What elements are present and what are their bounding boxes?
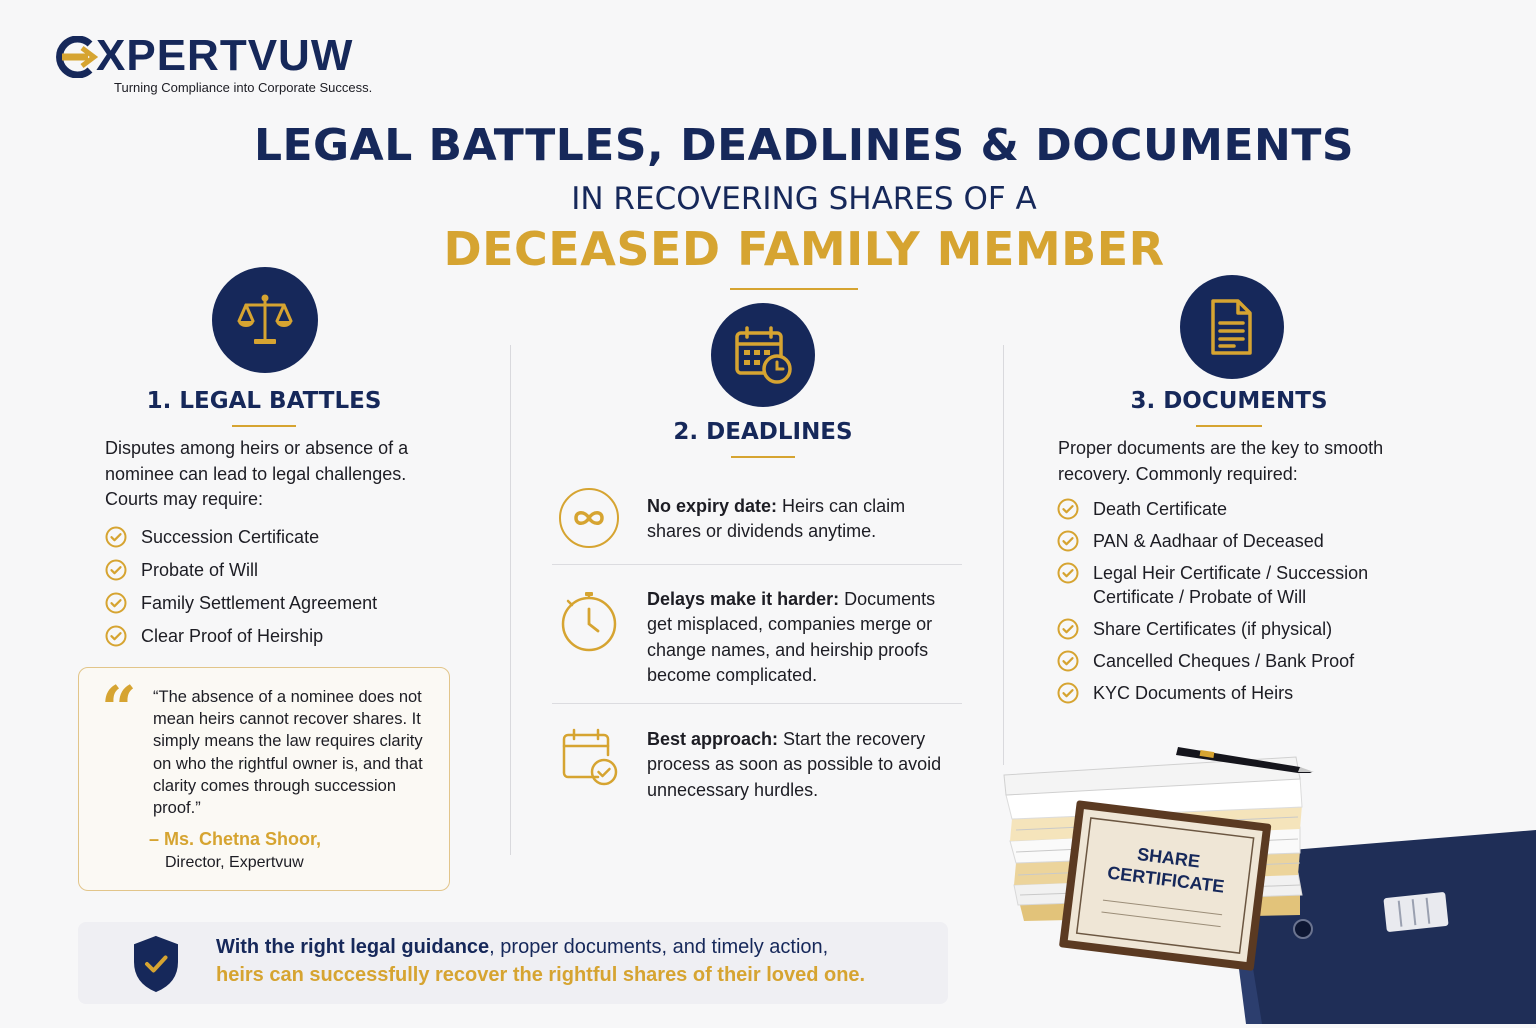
- brand-name: XPERTVUW: [96, 31, 354, 80]
- list-item: KYC Documents of Heirs: [1057, 681, 1397, 705]
- logo-e-mark-icon: [56, 36, 98, 78]
- deadline-desc: Heirs can claim shares or dividends anyt…: [647, 496, 906, 542]
- check-circle-icon: [1057, 682, 1079, 704]
- list-item: Death Certificate: [1057, 497, 1397, 521]
- list-item-label: Family Settlement Agreement: [141, 593, 378, 613]
- banner-line-1: With the right legal guidance, proper do…: [216, 936, 828, 959]
- column-divider-2: [1003, 345, 1004, 765]
- quote-author: – Ms. Chetna Shoor,: [149, 829, 322, 849]
- documents-heading: 3. DOCUMENTS: [1130, 388, 1328, 414]
- legal-intro: Disputes among heirs or absence of a nom…: [105, 438, 409, 509]
- check-circle-icon: [1057, 498, 1079, 520]
- list-item-label: Probate of Will: [141, 560, 259, 580]
- deadline-separator: [552, 703, 962, 704]
- document-icon: [1180, 275, 1284, 379]
- calendar-check-icon: [562, 728, 618, 786]
- quote-role: Director, Expertvuw: [165, 854, 304, 871]
- calendar-clock-icon: [711, 303, 815, 407]
- brand-logo: XPERTVUW Turning Compliance into Corpora…: [48, 30, 408, 100]
- deadline-bold: Delays make it harder:: [647, 589, 840, 609]
- quote-box: “ “The absence of a nominee does not mea…: [78, 667, 450, 891]
- shield-check-icon: [134, 935, 178, 993]
- legal-list: Succession Certificate Probate of Will F…: [105, 525, 445, 648]
- banner-bold: With the right legal guidance: [216, 936, 490, 958]
- list-item: Probate of Will: [105, 558, 445, 582]
- column-divider-1: [510, 345, 511, 855]
- share-certificate-card: SHARE CERTIFICATE: [1059, 800, 1272, 971]
- deadline-separator: [552, 564, 962, 565]
- list-item-label: Share Certificates (if physical): [1093, 619, 1333, 639]
- check-circle-icon: [105, 526, 127, 548]
- title-line-3: DECEASED FAMILY MEMBER: [443, 222, 1165, 276]
- check-circle-icon: [1057, 618, 1079, 640]
- check-circle-icon: [105, 559, 127, 581]
- list-item-label: Succession Certificate: [141, 527, 320, 547]
- deadlines-heading: 2. DEADLINES: [673, 419, 853, 445]
- list-item: Family Settlement Agreement: [105, 591, 445, 615]
- title-line-2: IN RECOVERING SHARES OF A: [571, 181, 1037, 217]
- deadline-desc: Documents get misplaced, companies merge…: [647, 589, 936, 685]
- deadline-item: No expiry date: Heirs can claim shares o…: [552, 487, 962, 557]
- check-circle-icon: [105, 625, 127, 647]
- deadline-bold: No expiry date:: [647, 496, 778, 516]
- title-line-1: LEGAL BATTLES, DEADLINES & DOCUMENTS: [253, 120, 1355, 171]
- list-item-label: KYC Documents of Heirs: [1093, 683, 1294, 703]
- check-circle-icon: [1057, 530, 1079, 552]
- deadlines-heading-rule: [731, 456, 795, 458]
- banner-rest: , proper documents, and timely action,: [489, 936, 829, 958]
- documents-heading-rule: [1196, 425, 1262, 427]
- documents-intro: Proper documents are the key to smooth r…: [1058, 438, 1384, 484]
- pen-icon: [1176, 747, 1314, 773]
- deadline-text: No expiry date: Heirs can claim shares o…: [647, 494, 962, 545]
- check-circle-icon: [1057, 650, 1079, 672]
- list-item: Legal Heir Certificate / Succession Cert…: [1057, 561, 1393, 609]
- scales-icon: [212, 267, 318, 373]
- deadline-bold: Best approach:: [647, 729, 779, 749]
- share-certificate-illustration: SHARE CERTIFICATE: [1000, 735, 1536, 1024]
- list-item-label: PAN & Aadhaar of Deceased: [1093, 531, 1324, 551]
- documents-list: Death Certificate PAN & Aadhaar of Decea…: [1057, 497, 1397, 705]
- check-circle-icon: [105, 592, 127, 614]
- infinity-icon: [559, 488, 619, 548]
- deadline-item: Delays make it harder: Documents get mis…: [552, 587, 962, 687]
- list-item-label: Clear Proof of Heirship: [141, 626, 324, 646]
- quote-mark-icon: “: [101, 672, 137, 745]
- list-item-label: Cancelled Cheques / Bank Proof: [1093, 651, 1355, 671]
- brand-tagline: Turning Compliance into Corporate Succes…: [114, 80, 373, 95]
- deadline-text: Best approach: Start the recovery proces…: [647, 727, 962, 803]
- list-item-label: Legal Heir Certificate / Succession Cert…: [1093, 563, 1369, 607]
- clock-icon: [561, 592, 617, 652]
- title-underline: [730, 288, 858, 290]
- list-item: Cancelled Cheques / Bank Proof: [1057, 649, 1397, 673]
- list-item: PAN & Aadhaar of Deceased: [1057, 529, 1397, 553]
- legal-heading-rule: [232, 425, 296, 427]
- deadline-desc: Start the recovery process as soon as po…: [647, 729, 942, 800]
- list-item: Succession Certificate: [105, 525, 445, 549]
- list-item: Share Certificates (if physical): [1057, 617, 1397, 641]
- bottom-banner: With the right legal guidance, proper do…: [78, 922, 948, 1004]
- check-circle-icon: [1057, 562, 1079, 584]
- banner-line-2: heirs can successfully recover the right…: [216, 964, 866, 986]
- quote-text: “The absence of a nominee does not mean …: [153, 688, 423, 818]
- list-item: Clear Proof of Heirship: [105, 624, 445, 648]
- legal-heading: 1. LEGAL BATTLES: [146, 388, 382, 414]
- list-item-label: Death Certificate: [1093, 499, 1228, 519]
- deadline-text: Delays make it harder: Documents get mis…: [647, 587, 962, 688]
- deadline-item: Best approach: Start the recovery proces…: [552, 727, 962, 807]
